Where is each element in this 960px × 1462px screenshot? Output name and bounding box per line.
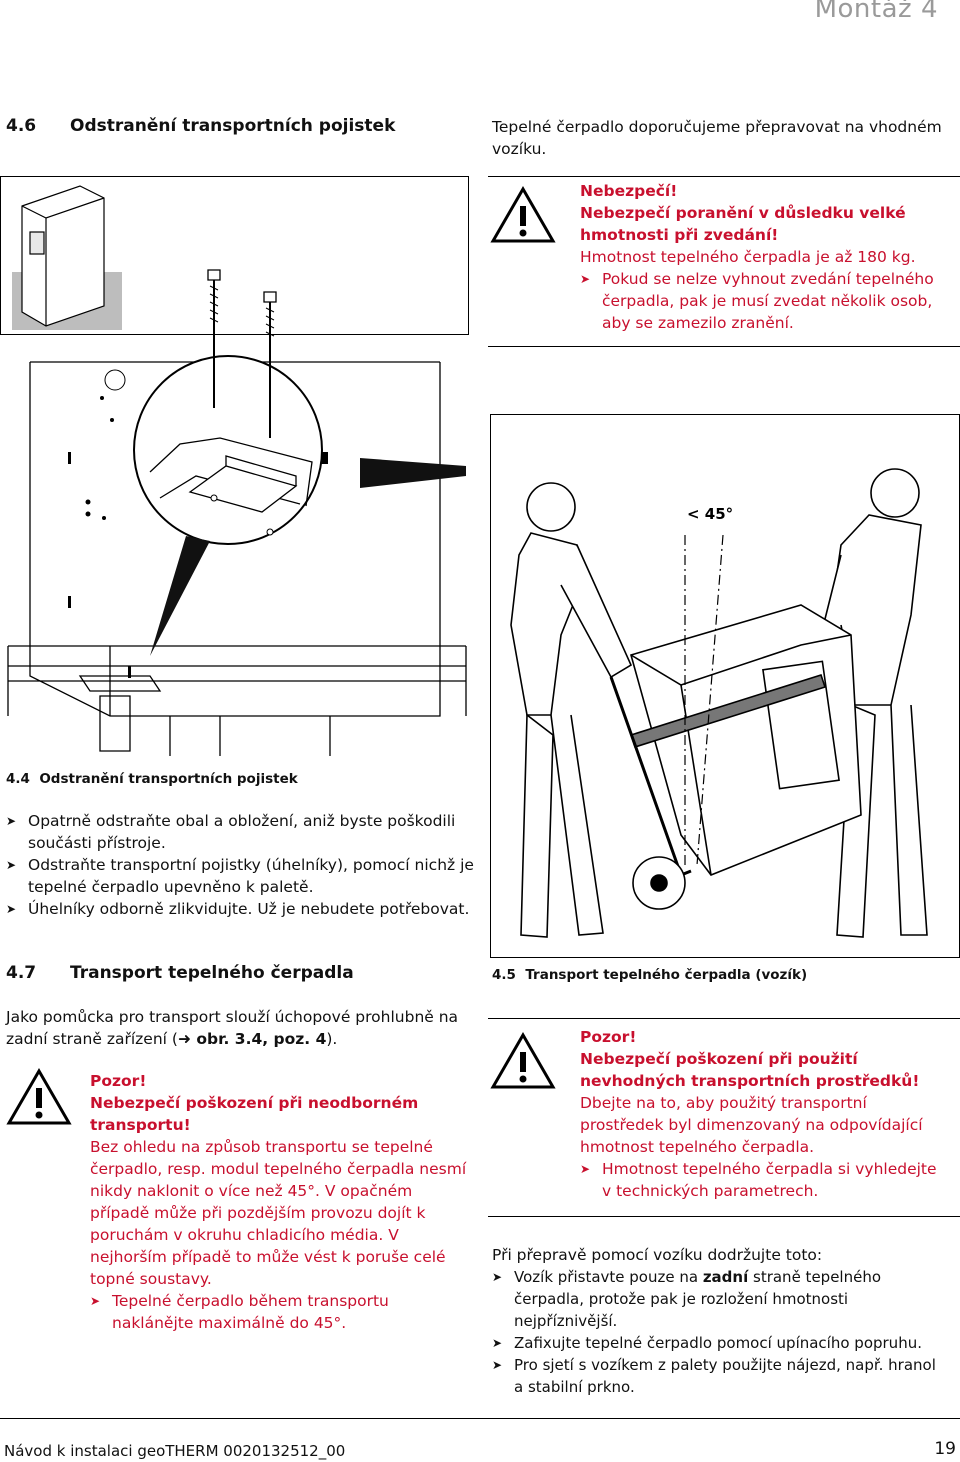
danger-subtitle: Nebezpečí poranění v důsledku velké hmot… (580, 204, 906, 244)
angle-label: < 45° (687, 505, 733, 523)
danger-title: Nebezpečí! (580, 182, 678, 200)
caption-number: 4.5 (492, 967, 516, 983)
caption-number: 4.4 (6, 771, 30, 787)
list-item: Pro sjetí s vozíkem z palety použijte ná… (492, 1354, 948, 1398)
removal-steps-list: Opatrně odstraňte obal a obložení, aniž … (6, 810, 476, 920)
section-4-7-heading: 4.7 Transport tepelného čerpadla (6, 962, 466, 984)
caution-subtitle: Nebezpečí poškození při neodborném trans… (90, 1094, 419, 1134)
divider (488, 1216, 960, 1217)
intro-text-end: ). (326, 1030, 338, 1048)
warning-triangle-icon (490, 186, 556, 243)
warning-triangle-icon (6, 1068, 72, 1125)
footer-document-name: Návod k instalaci geoTHERM 0020132512_00 (4, 1442, 346, 1460)
caution-bullets: Hmotnost tepelného čerpadla si vyhledejt… (580, 1158, 950, 1202)
caution-title: Pozor! (90, 1072, 147, 1090)
caution-title: Pozor! (580, 1028, 637, 1046)
divider (488, 1018, 960, 1019)
list-item: Tepelné čerpadlo během transportu naklán… (90, 1290, 475, 1334)
section-title: Transport tepelného čerpadla (70, 963, 354, 983)
caution-block-left: Pozor! Nebezpečí poškození při neodborné… (90, 1070, 475, 1334)
list-item: Úhelníky odborně zlikvidujte. Už je nebu… (6, 898, 476, 920)
caption-text: Transport tepelného čerpadla (vozík) (525, 967, 808, 983)
transport-intro-paragraph: Jako pomůcka pro transport slouží úchopo… (6, 1006, 474, 1050)
section-title: Odstranění transportních pojistek (70, 116, 396, 136)
caption-text: Odstranění transportních pojistek (39, 771, 298, 787)
danger-block: Nebezpečí! Nebezpečí poranění v důsledku… (580, 180, 950, 334)
caution-block-right: Pozor! Nebezpečí poškození při použití n… (580, 1026, 950, 1202)
cart-transport-illustration: < 45° (510, 468, 928, 938)
list-item: Vozík přistavte pouze na zadní straně te… (492, 1266, 948, 1332)
figure-4-5: < 45° (490, 414, 960, 958)
cart-rules-intro: Při přepravě pomocí vozíku dodržujte tot… (492, 1246, 823, 1264)
transport-lock-illustration (0, 176, 469, 756)
list-item: Zafixujte tepelné čerpadlo pomocí upínac… (492, 1332, 948, 1354)
section-4-6-heading: 4.6 Odstranění transportních pojistek (6, 115, 466, 137)
cart-rules-list: Vozík přistavte pouze na zadní straně te… (492, 1266, 948, 1398)
caution-bullets: Tepelné čerpadlo během transportu naklán… (90, 1290, 475, 1334)
divider (488, 176, 960, 177)
danger-bullets: Pokud se nelze vyhnout zvedání tepelného… (580, 268, 950, 334)
divider (488, 346, 960, 347)
section-number: 4.6 (6, 116, 37, 136)
caution-text: Bez ohledu na způsob transportu se tepel… (90, 1138, 467, 1288)
caution-subtitle: Nebezpečí poškození při použití nevhodný… (580, 1050, 920, 1090)
list-item: Odstraňte transportní pojistky (úhelníky… (6, 854, 476, 898)
running-title: Montáž 4 (814, 0, 938, 24)
figure-4-5-caption: 4.5 Transport tepelného čerpadla (vozík) (492, 964, 807, 986)
danger-text: Hmotnost tepelného čerpadla je až 180 kg… (580, 248, 916, 266)
section-number: 4.7 (6, 963, 37, 983)
list-item: Pokud se nelze vyhnout zvedání tepelného… (580, 268, 950, 334)
intro-text: Jako pomůcka pro transport slouží úchopo… (6, 1008, 459, 1048)
cart-recommendation: Tepelné čerpadlo doporučujeme přepravova… (492, 118, 942, 158)
list-item: Hmotnost tepelného čerpadla si vyhledejt… (580, 1158, 950, 1202)
figure-4-4 (0, 176, 470, 760)
figure-4-4-caption: 4.4 Odstranění transportních pojistek (6, 768, 298, 790)
figure-reference: ➜ obr. 3.4, poz. 4 (177, 1030, 327, 1048)
caution-text: Dbejte na to, aby použitý transportní pr… (580, 1094, 923, 1156)
footer-divider (0, 1418, 960, 1419)
warning-triangle-icon (490, 1032, 556, 1089)
emphasis: zadní (702, 1268, 749, 1286)
list-item: Opatrně odstraňte obal a obložení, aniž … (6, 810, 476, 854)
page-number: 19 (934, 1439, 956, 1459)
